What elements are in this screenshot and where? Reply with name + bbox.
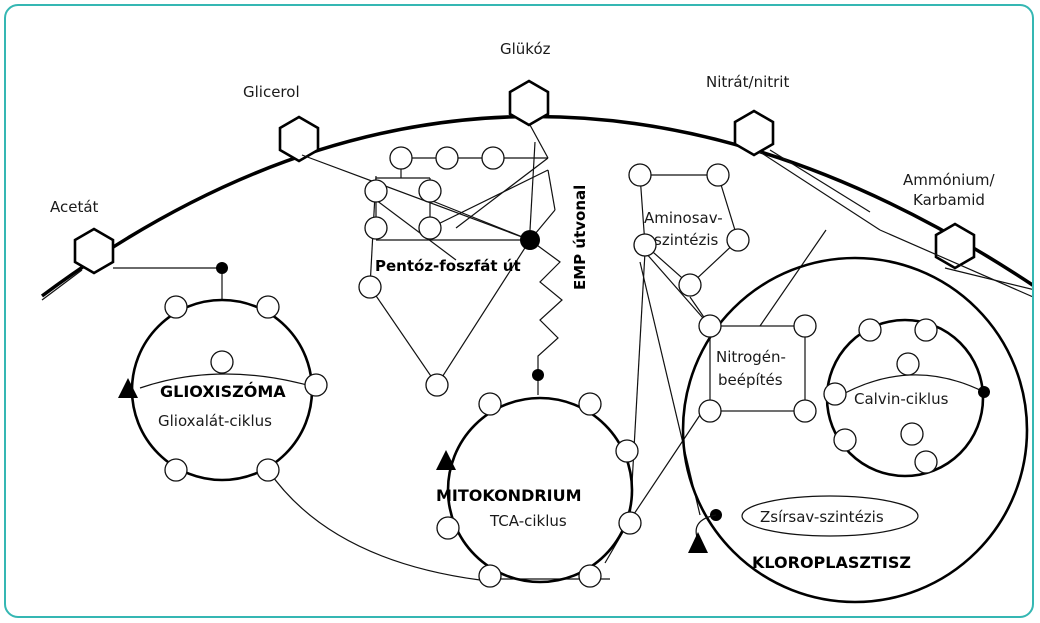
- node: [436, 147, 458, 169]
- ammonium-hexagon: [936, 224, 974, 268]
- mitokondrium-label: MITOKONDRIUM: [436, 486, 582, 505]
- glicerol-label: Glicerol: [243, 83, 300, 101]
- node: [165, 459, 187, 481]
- acetat-hexagon: [75, 229, 113, 273]
- node: [437, 517, 459, 539]
- emp-label: EMP útvonal: [571, 185, 589, 290]
- zsirsav-label: Zsírsav-szintézis: [760, 508, 884, 526]
- glioxiszoma-arrow: [118, 378, 138, 398]
- nitrogen-square: [710, 326, 805, 411]
- node: [257, 459, 279, 481]
- node: [634, 234, 656, 256]
- node: [165, 296, 187, 318]
- acetat-label: Acetát: [50, 198, 99, 216]
- nitrat-label: Nitrát/nitrit: [706, 73, 789, 91]
- cell-membrane: [42, 116, 1034, 296]
- node: [897, 353, 919, 375]
- node: [794, 315, 816, 337]
- node: [824, 383, 846, 405]
- kloroplasztisz-label: KLOROPLASZTISZ: [752, 553, 911, 572]
- tca-label: TCA-ciklus: [489, 512, 567, 530]
- node: [859, 319, 881, 341]
- node: [305, 374, 327, 396]
- node: [419, 217, 441, 239]
- ammonium-label-line2: Karbamid: [913, 191, 985, 209]
- node: [707, 164, 729, 186]
- node: [727, 229, 749, 251]
- node: [365, 217, 387, 239]
- aminosav-label-line1: Aminosav-: [644, 209, 723, 227]
- node: [915, 319, 937, 341]
- node: [257, 296, 279, 318]
- node: [794, 400, 816, 422]
- node: [699, 315, 721, 337]
- pentoz-label: Pentóz-foszfát út: [375, 257, 521, 275]
- glioxiszoma-label: GLIOXISZÓMA: [160, 382, 286, 401]
- node: [359, 276, 381, 298]
- node: [915, 451, 937, 473]
- node: [834, 429, 856, 451]
- node: [365, 180, 387, 202]
- diagram-frame: Acetát Glicerol Glükóz Nitrát/nitrit Amm…: [4, 4, 1034, 618]
- glukoz-label: Glükóz: [500, 40, 551, 58]
- emp-junction-dot: [520, 230, 540, 250]
- kloroplasztisz-arrow: [688, 532, 708, 553]
- nitrat-hexagon: [735, 111, 773, 155]
- node: [482, 147, 504, 169]
- node: [629, 164, 651, 186]
- aminosav-pentagon: [640, 175, 738, 285]
- node: [679, 274, 701, 296]
- nitrogen-label-line1: Nitrogén-: [716, 348, 786, 366]
- aminosav-label-line2: szintézis: [654, 231, 719, 249]
- ammonium-label-line1: Ammónium/: [903, 171, 995, 189]
- node: [426, 374, 448, 396]
- node: [579, 565, 601, 587]
- node: [390, 147, 412, 169]
- node: [479, 393, 501, 415]
- node: [419, 180, 441, 202]
- calvin-label: Calvin-ciklus: [854, 390, 949, 408]
- nitrogen-label-line2: beépítés: [718, 371, 783, 389]
- glicerol-hexagon: [280, 117, 318, 161]
- metabolism-diagram: Acetát Glicerol Glükóz Nitrát/nitrit Amm…: [6, 6, 1034, 618]
- node: [579, 393, 601, 415]
- node: [699, 400, 721, 422]
- node: [901, 423, 923, 445]
- node: [619, 512, 641, 534]
- emp-end-dot: [532, 369, 544, 381]
- node: [479, 565, 501, 587]
- glukoz-hexagon: [510, 81, 548, 125]
- acetat-dot: [216, 262, 228, 274]
- node: [211, 351, 233, 373]
- calvin-dot: [978, 386, 990, 398]
- node: [616, 440, 638, 462]
- glioxalat-label: Glioxalát-ciklus: [158, 412, 272, 430]
